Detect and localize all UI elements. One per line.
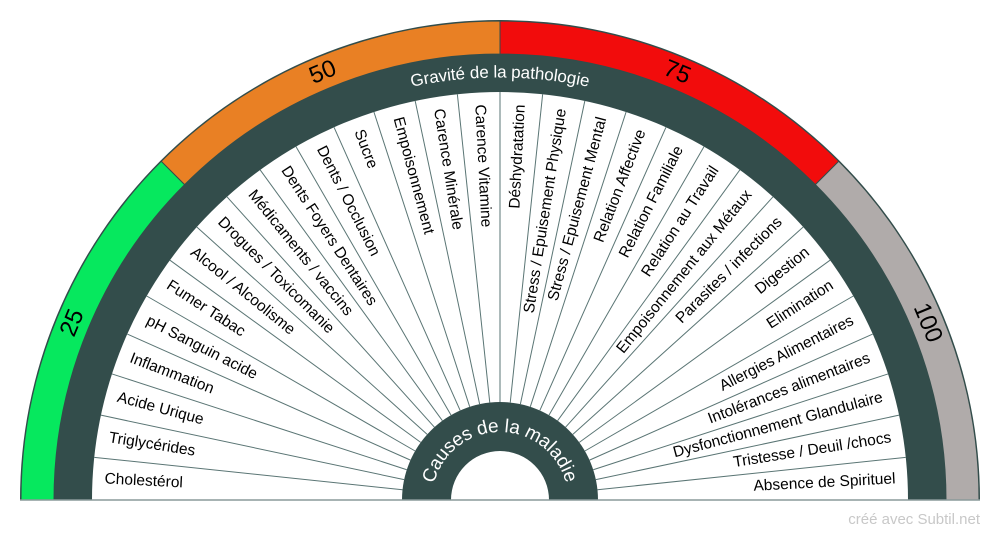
segment-divider [584, 295, 854, 452]
segment-divider [595, 414, 900, 481]
segment-divider [509, 94, 544, 403]
segment-divider [557, 169, 741, 422]
cause-label: Sucre [351, 127, 381, 171]
cause-label: Acide Urique [115, 389, 205, 428]
segment-divider [597, 456, 906, 491]
segment-divider [226, 196, 435, 428]
cause-label: Digestion [752, 244, 813, 298]
segment-divider [333, 127, 461, 411]
segment-divider [548, 146, 705, 416]
segment-divider [111, 373, 407, 471]
cause-label: Empoisonnement [390, 115, 438, 237]
cause-label: Carence Vitamine [471, 104, 494, 228]
segment-divider [529, 111, 627, 407]
segment-divider [414, 100, 481, 405]
segment-divider [578, 259, 831, 443]
watermark: créé avec Subtil.net [848, 511, 980, 528]
segment-divider [100, 414, 405, 481]
segment-divider [572, 226, 804, 435]
segment-divider [456, 94, 491, 403]
inner-dark-ring [402, 402, 598, 500]
segment-divider [169, 259, 422, 443]
segment-divider [196, 226, 428, 435]
cause-label: Cholestérol [104, 470, 183, 491]
segment-divider [589, 333, 873, 461]
segment-divider [373, 111, 471, 407]
segment-divider [565, 196, 774, 428]
cause-label: Triglycérides [108, 429, 197, 459]
segment-divider [295, 146, 452, 416]
segment-divider [539, 127, 667, 411]
segment-divider [127, 333, 411, 461]
segment-divider [259, 169, 443, 422]
segment-divider [593, 373, 889, 471]
segment-divider [146, 295, 416, 452]
segment-divider [519, 100, 586, 405]
segment-divider [94, 456, 403, 491]
cause-label: Déshydratation [506, 104, 528, 209]
cause-label: Absence de Spirituel [753, 470, 896, 494]
